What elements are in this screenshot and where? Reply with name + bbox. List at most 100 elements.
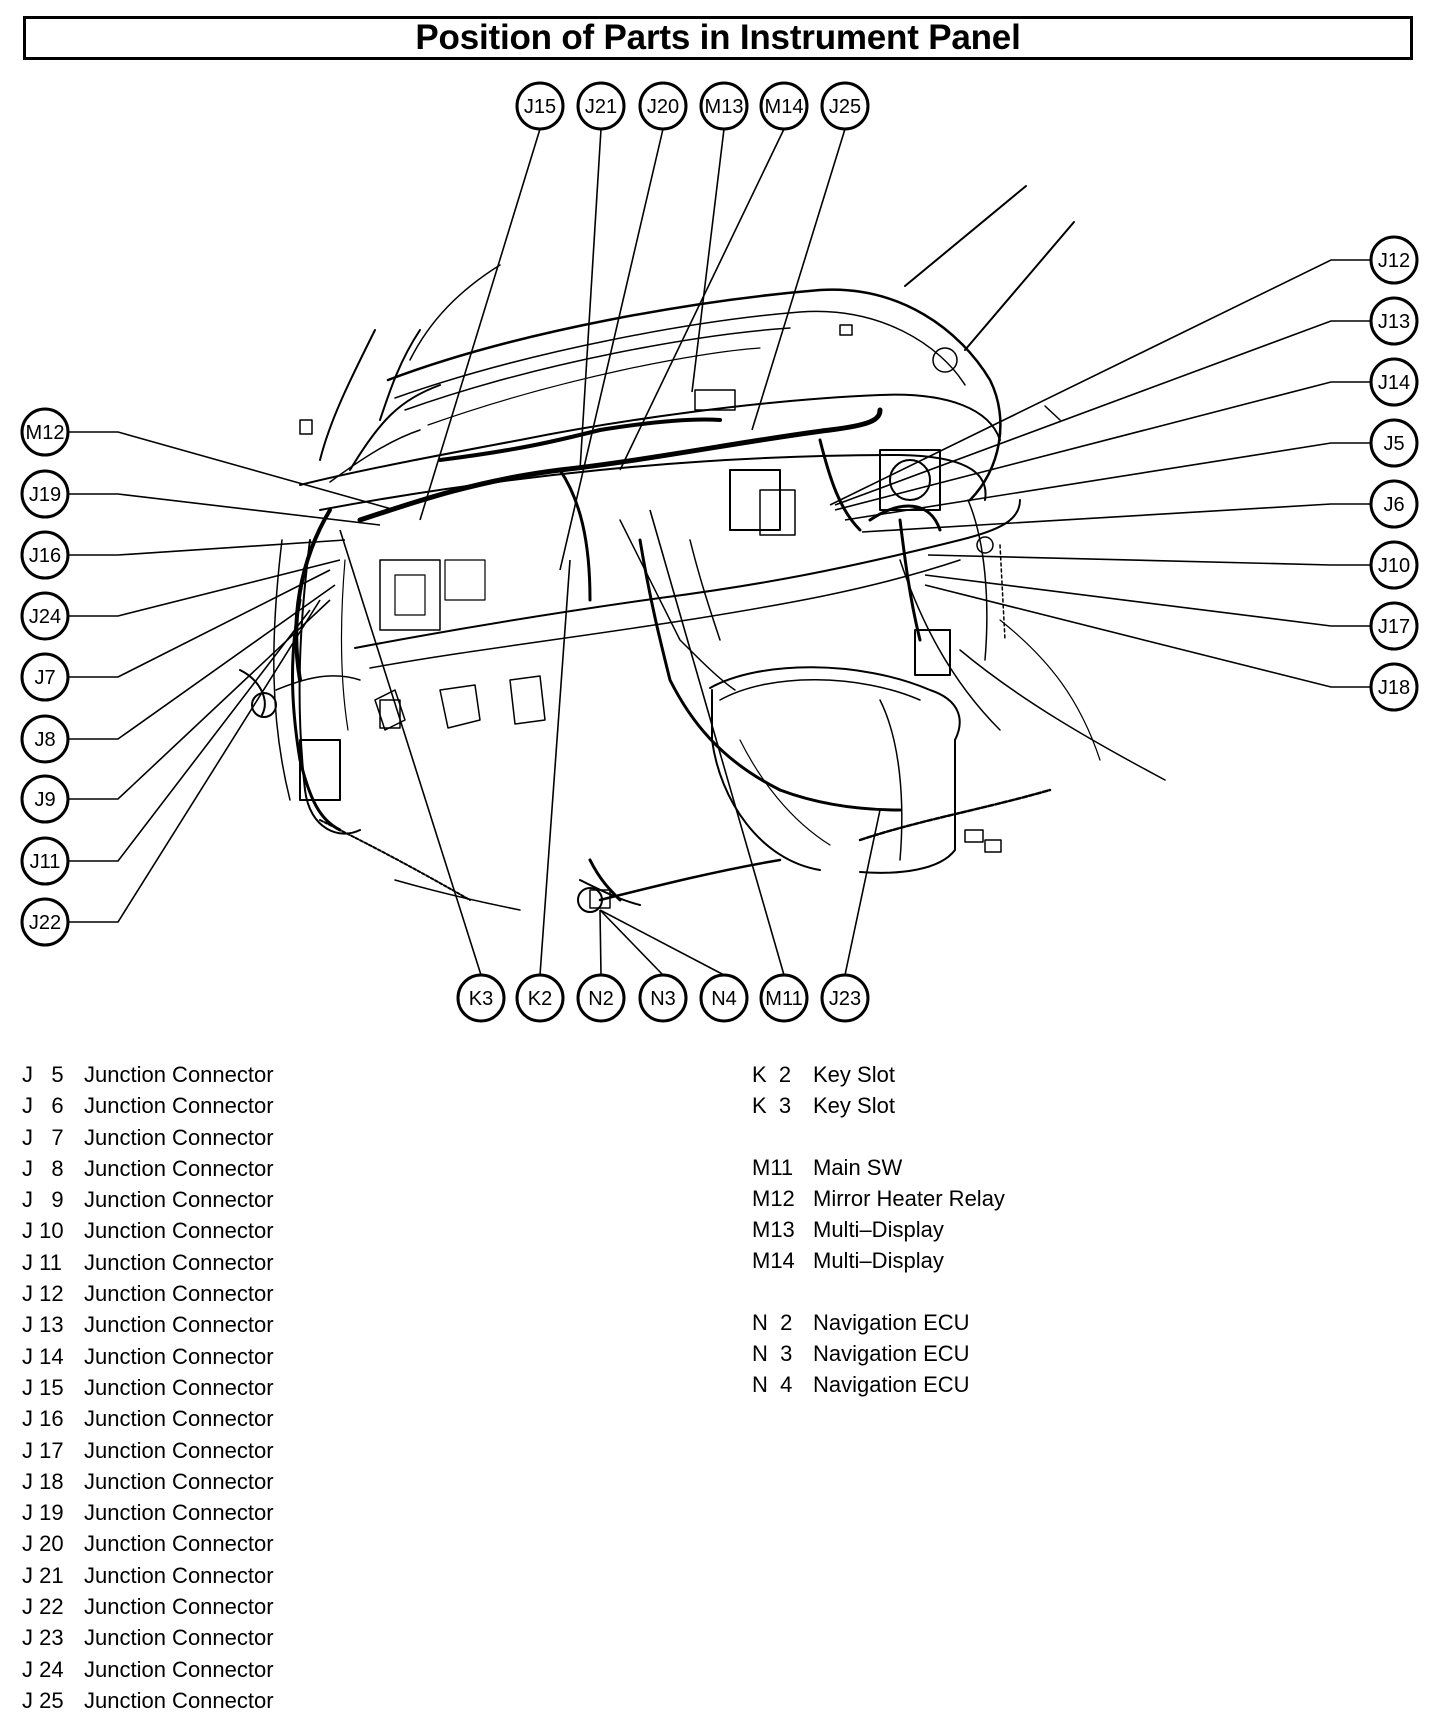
legend-part-name: Junction Connector	[84, 1468, 274, 1494]
leader-line-j12	[829, 259, 1371, 506]
leader-line-j5	[844, 442, 1371, 521]
legend-part-name: Junction Connector	[84, 1625, 274, 1651]
callout-j17: J17	[1369, 601, 1419, 651]
callout-j11: J11	[20, 836, 70, 886]
leader-line-j13	[834, 320, 1371, 506]
legend-code: J 6	[22, 1093, 64, 1119]
legend-part-name: Junction Connector	[84, 1531, 274, 1557]
callout-label: J14	[1378, 372, 1410, 394]
legend-code: J 17	[22, 1437, 64, 1463]
callout-circle	[759, 973, 809, 1023]
legend-part-name: Key Slot	[813, 1062, 895, 1087]
legend-code: J 12	[22, 1281, 64, 1307]
legend-code: N 2	[752, 1309, 793, 1335]
legend-part-name: Multi–Display	[813, 1248, 944, 1274]
legend-part-name: Junction Connector	[84, 1093, 274, 1119]
legend-part-name: Junction Connector	[84, 1218, 274, 1244]
leader-line-j8	[68, 584, 336, 740]
callout-j6: J6	[1369, 479, 1419, 529]
callout-label: M12	[26, 422, 65, 444]
legend-row: J 23 Junction Connector	[22, 1625, 274, 1656]
callout-label: J5	[1383, 433, 1404, 455]
callout-circle	[1369, 357, 1419, 407]
callout-j14: J14	[1369, 357, 1419, 407]
callout-circle	[1369, 601, 1419, 651]
callout-j7: J7	[20, 652, 70, 702]
callout-j22: J22	[20, 897, 70, 947]
leader-line-j23	[844, 809, 881, 976]
callout-label: M11	[765, 988, 802, 1010]
callout-circle	[576, 81, 626, 131]
callout-label: J6	[1383, 494, 1404, 516]
callout-m11: M11	[759, 973, 809, 1023]
callout-label: N4	[711, 988, 737, 1010]
leader-line-n3	[599, 909, 664, 976]
leader-lines	[68, 128, 1371, 976]
callout-j18: J18	[1369, 662, 1419, 712]
callout-j15: J15	[515, 81, 565, 131]
callout-circle	[820, 973, 870, 1023]
legend-row: M14 Multi–Display	[752, 1248, 1005, 1279]
callout-circle	[820, 81, 870, 131]
callout-circle	[638, 973, 688, 1023]
callout-label: M14	[765, 96, 804, 118]
legend-code: J 25	[22, 1687, 64, 1713]
legend-part-name: Junction Connector	[84, 1249, 274, 1275]
leader-line-j10	[927, 554, 1371, 566]
legend-row: N 2 Navigation ECU	[752, 1310, 1005, 1341]
legend-code: M12	[752, 1185, 795, 1211]
callout-label: J9	[34, 789, 55, 811]
leader-line-j21	[579, 128, 602, 471]
leader-line-j25	[751, 128, 846, 431]
leader-line-j16	[68, 539, 346, 556]
callout-n4: N4	[699, 973, 749, 1023]
callout-label: J22	[29, 912, 61, 934]
legend-code: J 22	[22, 1594, 64, 1620]
legend-code: N 4	[752, 1372, 793, 1398]
callout-circle	[20, 469, 70, 519]
legend-code: J 18	[22, 1468, 64, 1494]
callout-j9: J9	[20, 774, 70, 824]
legend-code: J 5	[22, 1062, 64, 1087]
legend-code: J 9	[22, 1187, 64, 1213]
legend-part-name: Junction Connector	[84, 1124, 274, 1150]
callout-label: J24	[29, 606, 61, 628]
callout-circle	[759, 81, 809, 131]
callout-m13: M13	[699, 81, 749, 131]
legend-code: M14	[752, 1248, 795, 1274]
legend-code: J 16	[22, 1406, 64, 1432]
callout-label: J25	[829, 96, 861, 118]
callout-label: J12	[1378, 250, 1410, 272]
legend-left: J 5 Junction Connector J 6 Junction Connect…	[22, 1062, 274, 1719]
callout-k3: K3	[456, 973, 506, 1023]
callout-circle	[456, 973, 506, 1023]
callout-label: J7	[34, 667, 55, 689]
callout-j5: J5	[1369, 418, 1419, 468]
legend-code: J 15	[22, 1374, 64, 1400]
legend-row	[752, 1280, 1005, 1310]
leader-line-j6	[861, 503, 1371, 533]
callout-circle	[699, 973, 749, 1023]
leader-line-j7	[68, 569, 331, 678]
callout-circle	[20, 652, 70, 702]
leader-line-j19	[68, 493, 381, 526]
callout-label: K3	[469, 988, 493, 1010]
callout-j20: J20	[638, 81, 688, 131]
legend-part-name: Navigation ECU	[813, 1309, 970, 1335]
leader-line-m14	[619, 128, 785, 471]
legend-code: N 3	[752, 1341, 793, 1367]
callout-m12: M12	[20, 407, 70, 457]
legend-code: J 23	[22, 1625, 64, 1651]
